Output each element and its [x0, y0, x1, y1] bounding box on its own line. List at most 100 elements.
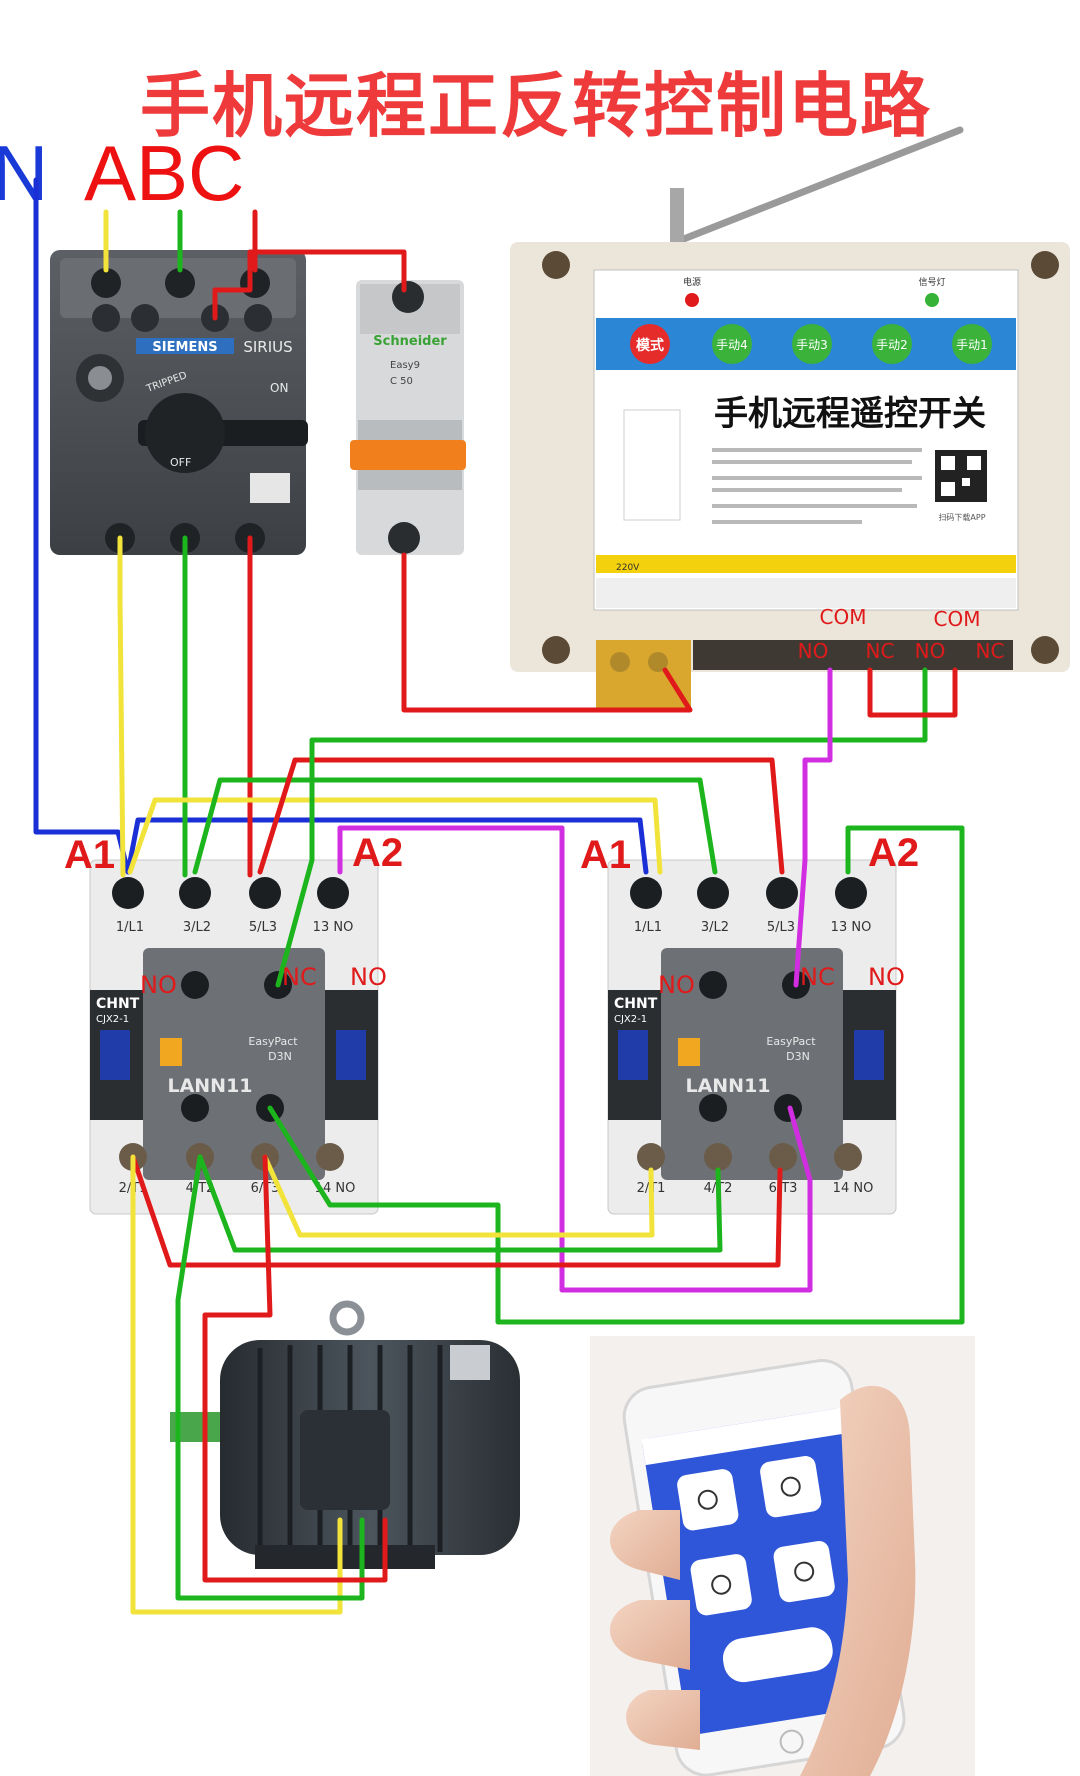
app-bottom-button[interactable] — [720, 1624, 836, 1685]
c2-aux-label: LANN11 — [685, 1075, 770, 1097]
c2-model: CJX2-1 — [614, 1014, 647, 1025]
power-terminal-block — [596, 640, 691, 710]
breaker-off-label: OFF — [170, 456, 191, 469]
c2-a1-label: A1 — [580, 833, 631, 877]
app-switch-button-4[interactable] — [772, 1540, 836, 1604]
contactor-reverse: 1/L1 3/L2 5/L3 13 NO CHNT CJX2-1 EasyPac… — [607, 859, 897, 1215]
c2-term-l3: 5/L3 — [767, 920, 795, 935]
wire-b-to-c2 — [192, 777, 718, 875]
wire-module-power — [401, 552, 693, 713]
manual-4-label: 手动4 — [716, 338, 748, 352]
wire-nc-loop — [867, 667, 958, 718]
smartphone-in-hand — [590, 1336, 975, 1776]
breaker-top-screws — [91, 268, 272, 332]
c2-brand: CHNT — [614, 996, 658, 1012]
manual-2-label: 手动2 — [876, 338, 908, 352]
wire-t2-cross — [197, 1154, 723, 1253]
module-blank-panel — [623, 409, 681, 521]
relay-no-2-label: NO — [915, 639, 946, 663]
app-switch-button-2[interactable] — [759, 1455, 823, 1519]
c1-term-l3: 5/L3 — [249, 920, 277, 935]
mcb-rating: C 50 — [390, 376, 413, 387]
c2-term-l1: 1/L1 — [634, 920, 662, 935]
power-icon — [794, 1561, 815, 1582]
wire-c1-a2 — [337, 825, 813, 1293]
wire-no-to-c2-aux — [793, 667, 833, 988]
mcb-toggle[interactable] — [350, 440, 466, 470]
c1-term-l2: 3/L2 — [183, 920, 211, 935]
c1-aux-label: LANN11 — [167, 1075, 252, 1097]
c1-model: CJX2-1 — [96, 1014, 129, 1025]
c2-aux-model: D3N — [786, 1050, 810, 1063]
c1-term-l1: 1/L1 — [116, 920, 144, 935]
three-phase-motor — [170, 1300, 520, 1569]
breaker-brand: SIEMENS — [152, 340, 217, 355]
mode-button[interactable] — [630, 324, 670, 364]
c2-term-13no: 13 NO — [831, 920, 872, 935]
wire-t3-cross — [262, 1154, 655, 1238]
c1-aux-no-label: NO — [140, 971, 177, 999]
page-title: 手机远程正反转控制电路 — [140, 65, 932, 147]
module-title: 手机远程遥控开关 — [714, 394, 986, 434]
manual-1-button[interactable] — [952, 324, 992, 364]
power-icon — [711, 1574, 732, 1595]
miniature-circuit-breaker: Schneider Easy9 C 50 — [350, 280, 466, 555]
mode-button-label: 模式 — [636, 337, 664, 354]
breaker-on-label: ON — [270, 381, 288, 395]
wire-t1-cross — [130, 1154, 783, 1268]
c2-term-14no: 14 NO — [833, 1181, 874, 1196]
rotary-handle[interactable] — [145, 393, 225, 473]
c1-term-13no: 13 NO — [313, 920, 354, 935]
relay-no-1-label: NO — [798, 639, 829, 663]
wire-a-to-c2 — [127, 797, 663, 875]
qr-caption: 扫码下载APP — [938, 512, 985, 522]
motor-protection-breaker: SIEMENS SIRIUS ON OFF TRIPPED — [50, 250, 308, 555]
manual-4-button[interactable] — [712, 324, 752, 364]
c1-a1-label: A1 — [64, 833, 115, 877]
manual-2-button[interactable] — [872, 324, 912, 364]
power-icon — [697, 1489, 718, 1510]
phase-label: ABC — [84, 129, 245, 217]
wire-motor-u — [130, 1154, 343, 1615]
c2-aux-block — [661, 948, 843, 1180]
relay-terminal-strip — [693, 640, 1013, 670]
c1-aux-brand: EasyPact — [248, 1035, 298, 1048]
manual-3-button[interactable] — [792, 324, 832, 364]
c2-term-t3: 6/T3 — [769, 1181, 798, 1196]
home-button-icon[interactable] — [779, 1729, 804, 1754]
c2-term-l2: 3/L2 — [701, 920, 729, 935]
power-led-label: 电源 — [683, 276, 701, 288]
com-left-label: COM — [820, 605, 867, 629]
breaker-qr-sticker — [250, 473, 290, 503]
mcb-brand: Schneider — [373, 334, 447, 349]
wire-motor-v — [175, 1154, 365, 1601]
manual-3-label: 手动3 — [796, 338, 828, 352]
module-voltage: 220V — [616, 563, 640, 573]
c1-brand: CHNT — [96, 996, 140, 1012]
c1-side-no-label: NO — [350, 963, 387, 991]
mcb-series: Easy9 — [390, 360, 420, 371]
wire-c-to-c2 — [257, 757, 785, 875]
wire-c2-a2 — [267, 825, 965, 1325]
power-led — [685, 293, 699, 307]
c1-aux-model: D3N — [268, 1050, 292, 1063]
c2-aux-brand: EasyPact — [766, 1035, 816, 1048]
manual-1-label: 手动1 — [956, 338, 988, 352]
app-switch-button-1[interactable] — [676, 1468, 740, 1532]
remote-control-module: 电源 信号灯 模式 手动4 手动3 手动2 手动1 手机远程遥控开关 扫码下载A… — [510, 126, 1070, 710]
signal-led-label: 信号灯 — [918, 276, 945, 288]
breaker-series: SIRIUS — [243, 338, 292, 356]
relay-nc-1-label: NC — [866, 639, 895, 663]
module-instructions — [712, 448, 922, 524]
module-qr-code — [935, 450, 987, 502]
c2-aux-no-label: NO — [658, 971, 695, 999]
wire-motor-w — [202, 1154, 388, 1583]
app-switch-button-3[interactable] — [689, 1553, 753, 1617]
com-right-label: COM — [934, 607, 981, 631]
c2-aux-nc-label: NC — [800, 963, 835, 991]
relay-nc-2-label: NC — [976, 639, 1005, 663]
signal-led — [925, 293, 939, 307]
wire-mcb-feed — [212, 249, 407, 321]
c2-a2-label: A2 — [868, 831, 919, 875]
c2-side-no-label: NO — [868, 963, 905, 991]
